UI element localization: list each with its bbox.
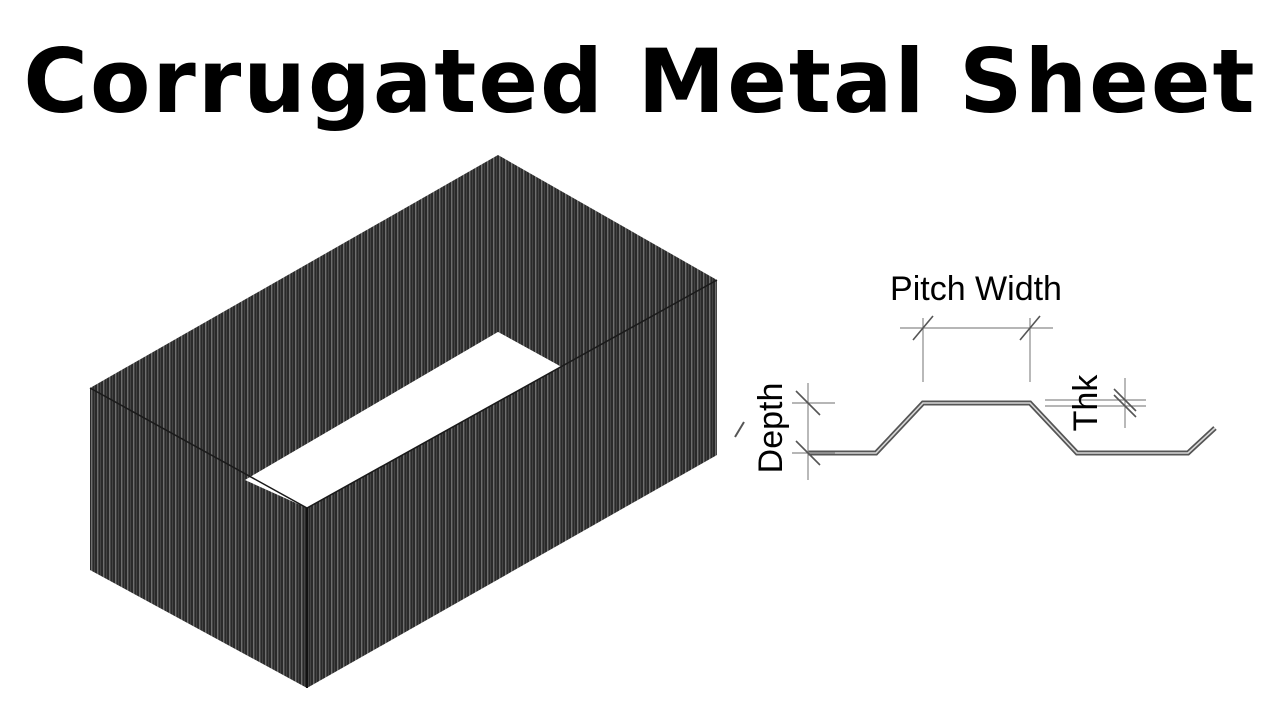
diagram-title: Corrugated Metal Sheet [23, 30, 1257, 133]
pitch-width-tick-left [912, 315, 934, 341]
corrugated-box-illustration [89, 155, 718, 688]
sheet-profile-inner [808, 402, 1216, 454]
front-right-wall [307, 280, 717, 688]
pitch-width-tick-right [1019, 315, 1041, 341]
front-left-wall [90, 388, 307, 688]
profile-break-mark [734, 421, 745, 438]
depth-tick-bottom [795, 440, 821, 466]
depth-label: Depth [752, 383, 790, 474]
depth-tick-top [795, 390, 821, 416]
box-interior-opening [245, 332, 558, 508]
pitch-width-label: Pitch Width [890, 270, 1062, 308]
thickness-tick-top [1113, 388, 1137, 412]
profile-section-diagram: Pitch Width Depth Thk [734, 270, 1217, 480]
thickness-tick-bottom [1113, 394, 1137, 418]
sheet-profile-line [808, 400, 1217, 456]
thickness-label: Thk [1067, 374, 1105, 432]
